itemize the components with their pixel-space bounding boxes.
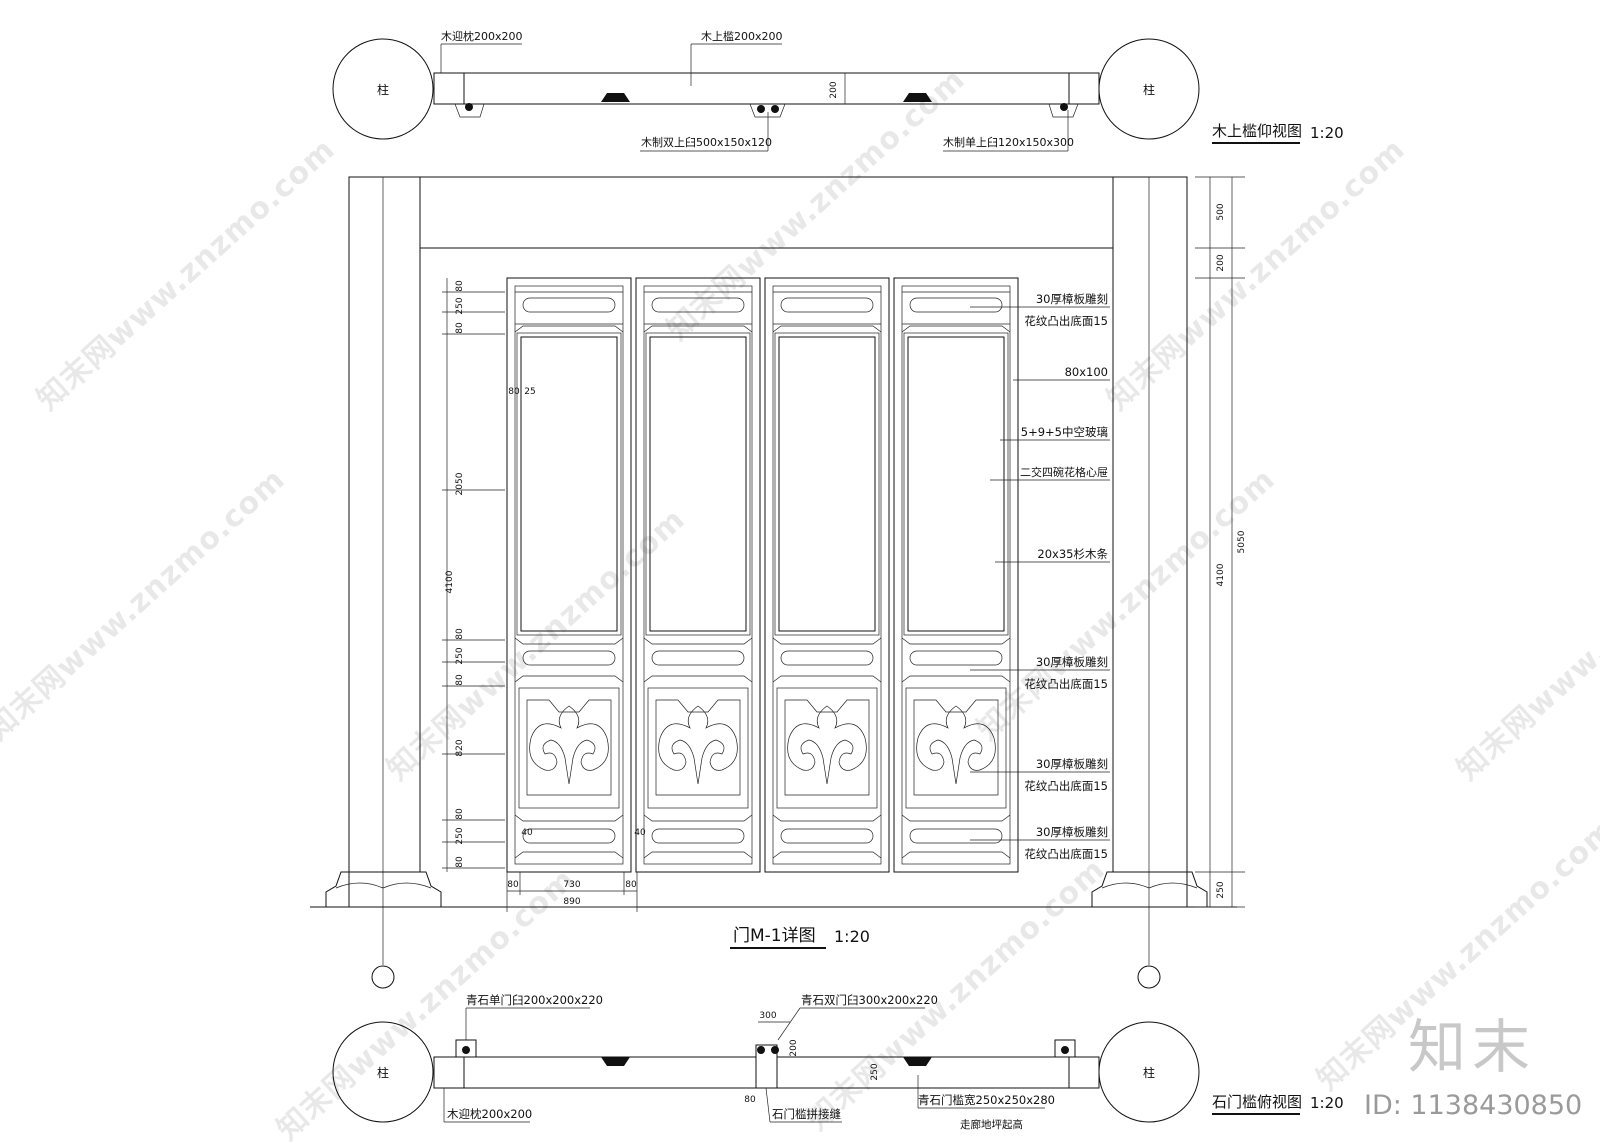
door-elevation: 80 250 80 2050 80 250 80 820 80 250 80 4100 500 20…: [310, 176, 1247, 989]
annot-carve-4b: 花纹凸出底面15: [1024, 847, 1108, 861]
bottom-plan: 柱 柱 青石单门臼200x200x220 青石双门臼300x200x220 30…: [332, 993, 1344, 1131]
left-dim-label: 80: [455, 322, 465, 334]
right-total-dim: 5050: [1237, 530, 1247, 553]
door-leaf: [893, 277, 1019, 873]
dim-200-bottom: 200: [789, 1039, 799, 1056]
bottom-dim-80-left: 80: [507, 880, 519, 890]
left-dim-label: 250: [455, 647, 465, 664]
left-dim-label: 80: [455, 856, 465, 868]
door-leaf: [506, 277, 632, 873]
right-dim-200: 200: [1216, 254, 1226, 271]
left-dim-label: 250: [455, 827, 465, 844]
left-dim-label: 80: [455, 280, 465, 292]
right-dim-250: 250: [1216, 881, 1226, 898]
bottom-left-column-label: 柱: [377, 1065, 389, 1080]
label-corner-block-bottom: 木迎枕200x200: [447, 1107, 532, 1121]
top-plan-title: 木上槛仰视图: [1212, 122, 1302, 140]
dim-80-bottom: 80: [744, 1095, 756, 1105]
annot-lattice: 二交四碗花格心屉: [1020, 465, 1108, 479]
left-dim-label: 80: [455, 808, 465, 820]
left-dim-label: 80: [455, 674, 465, 686]
annot-carve-1a: 30厚樟板雕刻: [1036, 292, 1108, 306]
label-double-mortise: 木制双上臼500x150x120: [641, 135, 772, 149]
annot-carve-2a: 30厚樟板雕刻: [1036, 655, 1108, 669]
dim-80-small: 80: [508, 387, 520, 397]
left-dim-label: 2050: [455, 472, 465, 495]
left-column-label: 柱: [377, 82, 389, 97]
left-dim-label: 250: [455, 297, 465, 314]
annot-carve-3b: 花纹凸出底面15: [1024, 779, 1108, 793]
elevation-scale: 1:20: [834, 927, 870, 946]
brand-logo: 知末: [1408, 1013, 1537, 1081]
left-total-dim: 4100: [445, 570, 455, 593]
annot-carve-3a: 30厚樟板雕刻: [1036, 757, 1108, 771]
dim-300-bottom: 300: [759, 1011, 776, 1021]
label-single-mortise: 木制单上臼120x150x300: [943, 135, 1074, 149]
annot-glass: 5+9+5中空玻璃: [1021, 425, 1108, 439]
right-dim-500: 500: [1216, 203, 1226, 220]
dim-250-bottom: 250: [870, 1063, 880, 1080]
left-column-base: [325, 871, 442, 908]
left-corner-block: [433, 72, 465, 105]
top-plan: 柱 柱 木迎枕200x200 木上槛200x200 木制双上臼500x150x1…: [332, 29, 1344, 152]
door-leaf: [635, 277, 761, 873]
label-sill-joint: 石门槛拼接缝: [772, 1107, 841, 1121]
annot-carve-1b: 花纹凸出底面15: [1024, 314, 1108, 328]
elevation-title: 门M-1详图: [733, 926, 816, 946]
annot-carve-4a: 30厚樟板雕刻: [1036, 825, 1108, 839]
label-double-stone-block: 青石双门臼300x200x220: [801, 993, 938, 1007]
bottom-total-dim: 890: [563, 897, 580, 907]
top-plan-scale: 1:20: [1310, 124, 1344, 142]
right-column-label: 柱: [1143, 82, 1155, 97]
label-stone-sill: 青石门槛宽250x250x280: [918, 1093, 1055, 1107]
dim-40-right: 40: [634, 828, 646, 838]
bottom-dim-80-right: 80: [625, 880, 637, 890]
bottom-right-column-label: 柱: [1143, 1065, 1155, 1080]
right-corner-block: [1068, 72, 1100, 105]
annot-frame: 80x100: [1065, 365, 1108, 379]
dim-40-left: 40: [521, 828, 533, 838]
mortise-left: [601, 93, 630, 102]
wood-lintel: [463, 72, 1070, 105]
dim-200-top: 200: [829, 81, 839, 98]
annot-strip: 20x35杉木条: [1037, 547, 1108, 561]
bottom-dim-730: 730: [563, 880, 580, 890]
left-dim-label: 820: [455, 739, 465, 756]
bottom-plan-scale: 1:20: [1310, 1094, 1344, 1112]
annot-carve-2b: 花纹凸出底面15: [1024, 677, 1108, 691]
bottom-plan-title: 石门槛俯视图: [1212, 1093, 1302, 1111]
label-corner-block-top: 木迎枕200x200: [441, 29, 523, 43]
left-dim-label: 80: [455, 628, 465, 640]
label-floor: 走廊地坪起高: [960, 1118, 1023, 1131]
left-column-circle: [332, 38, 434, 140]
right-dim-4100: 4100: [1216, 563, 1226, 586]
label-lintel: 木上槛200x200: [701, 29, 783, 43]
dim-25-small: 25: [524, 387, 535, 397]
label-single-stone-block: 青石单门臼200x200x220: [466, 993, 603, 1007]
mortise-right: [903, 93, 932, 102]
door-leaf: [764, 277, 890, 873]
image-id: ID: 1138430850: [1364, 1090, 1583, 1121]
